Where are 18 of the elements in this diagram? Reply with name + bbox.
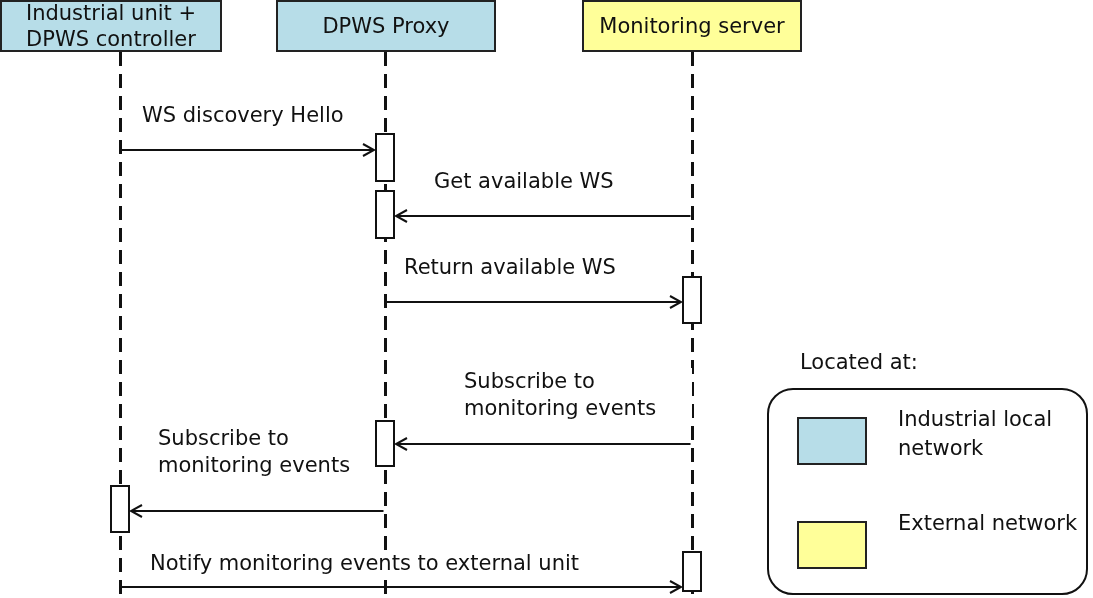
message-arrow	[130, 504, 385, 518]
legend-label: External network	[898, 510, 1078, 537]
activation-bar	[110, 485, 130, 533]
activation-bar	[375, 420, 395, 467]
legend-label: Industrial local network	[898, 406, 1054, 463]
participant-box: Industrial unit + DPWS controller	[0, 0, 222, 52]
message-arrow	[395, 437, 692, 451]
participant-box: Monitoring server	[582, 0, 802, 52]
activation-bar	[682, 551, 702, 592]
activation-bar	[375, 190, 395, 239]
activation-bar	[375, 133, 395, 182]
message-arrow	[120, 580, 682, 594]
participant-box: DPWS Proxy	[276, 0, 496, 52]
message-arrow	[120, 143, 375, 157]
legend-heading: Located at:	[800, 350, 918, 374]
activation-bar	[682, 276, 702, 324]
message-arrow	[395, 209, 692, 223]
message-arrow	[385, 295, 682, 309]
